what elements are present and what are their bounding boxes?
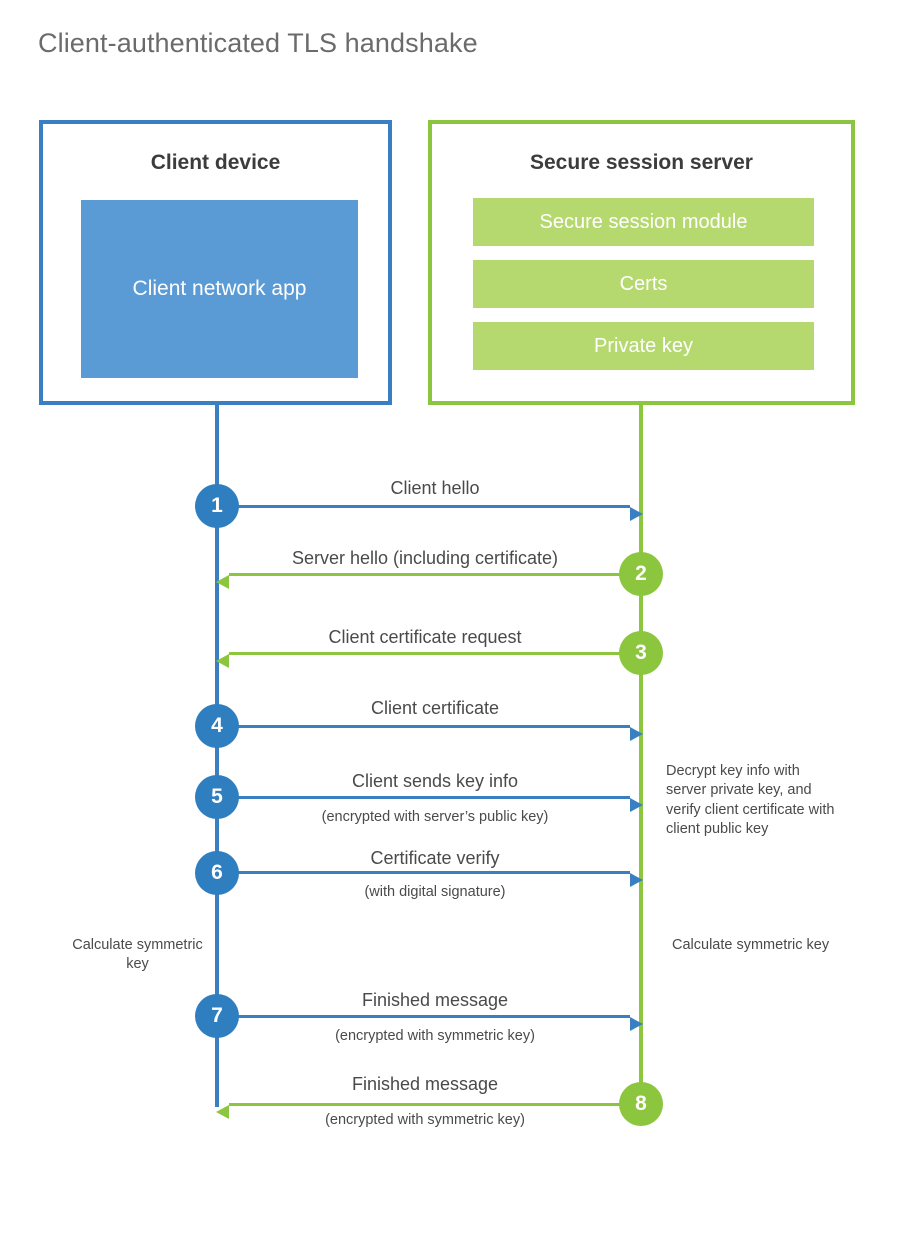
arrow-line-6 (217, 871, 630, 874)
message-sublabel-7: (encrypted with symmetric key) (335, 1028, 535, 1044)
arrow-head-6 (630, 872, 643, 887)
arrow-head-2 (216, 574, 229, 589)
arrow-head-7 (630, 1016, 643, 1031)
arrow-line-2 (229, 573, 641, 576)
message-label-4: Client certificate (370, 698, 500, 718)
message-label-3: Client certificate request (328, 627, 522, 647)
arrow-head-8 (216, 1104, 229, 1119)
step-circle-8[interactable]: 8 (619, 1082, 663, 1126)
secure-session-server-box: Secure session server Secure session mod… (428, 120, 855, 405)
client-device-title: Client device (150, 151, 281, 174)
server-lifeline (639, 405, 643, 1107)
arrow-line-8 (229, 1103, 641, 1106)
page-title: Client-authenticated TLS handshake (38, 28, 478, 58)
step-circle-2[interactable]: 2 (619, 552, 663, 596)
arrow-head-1 (630, 506, 643, 521)
client-device-box: Client device Client network app (39, 120, 392, 405)
arrow-head-4 (630, 726, 643, 741)
arrow-head-5 (630, 797, 643, 812)
step-circle-6[interactable]: 6 (195, 851, 239, 895)
annotation-decrypt-key-info: Decrypt key info with server private key… (666, 763, 835, 837)
arrow-line-7 (217, 1015, 630, 1018)
arrow-head-3 (216, 653, 229, 668)
step-circle-1[interactable]: 1 (195, 484, 239, 528)
client-network-app-block: Client network app (81, 200, 358, 378)
arrow-line-3 (229, 652, 641, 655)
secure-session-server-title: Secure session server (530, 151, 753, 174)
step-circle-3[interactable]: 3 (619, 631, 663, 675)
message-label-5: Client sends key info (351, 771, 519, 791)
message-label-7: Finished message (361, 990, 509, 1010)
step-circle-7[interactable]: 7 (195, 994, 239, 1038)
annotation-calculate-symmetric-key-server: Calculate symmetric key (672, 937, 830, 953)
server-module-certs: Certs (473, 260, 814, 308)
arrow-line-1 (217, 505, 630, 508)
server-module-secure-session-module: Secure session module (473, 198, 814, 246)
annotation-calculate-symmetric-key-client: Calculate symmetric key (72, 937, 203, 973)
message-label-6: Certificate verify (370, 848, 500, 868)
server-module-private-key: Private key (473, 322, 814, 370)
step-circle-5[interactable]: 5 (195, 775, 239, 819)
arrow-line-4 (217, 725, 630, 728)
step-circle-4[interactable]: 4 (195, 704, 239, 748)
message-sublabel-6: (with digital signature) (364, 884, 506, 900)
message-label-2: Server hello (including certificate) (291, 548, 559, 568)
message-label-1: Client hello (390, 478, 480, 498)
client-lifeline (215, 405, 219, 1107)
message-sublabel-8: (encrypted with symmetric key) (325, 1112, 525, 1128)
message-sublabel-5: (encrypted with server’s public key) (321, 809, 549, 825)
message-label-8: Finished message (351, 1074, 499, 1094)
arrow-line-5 (217, 796, 630, 799)
